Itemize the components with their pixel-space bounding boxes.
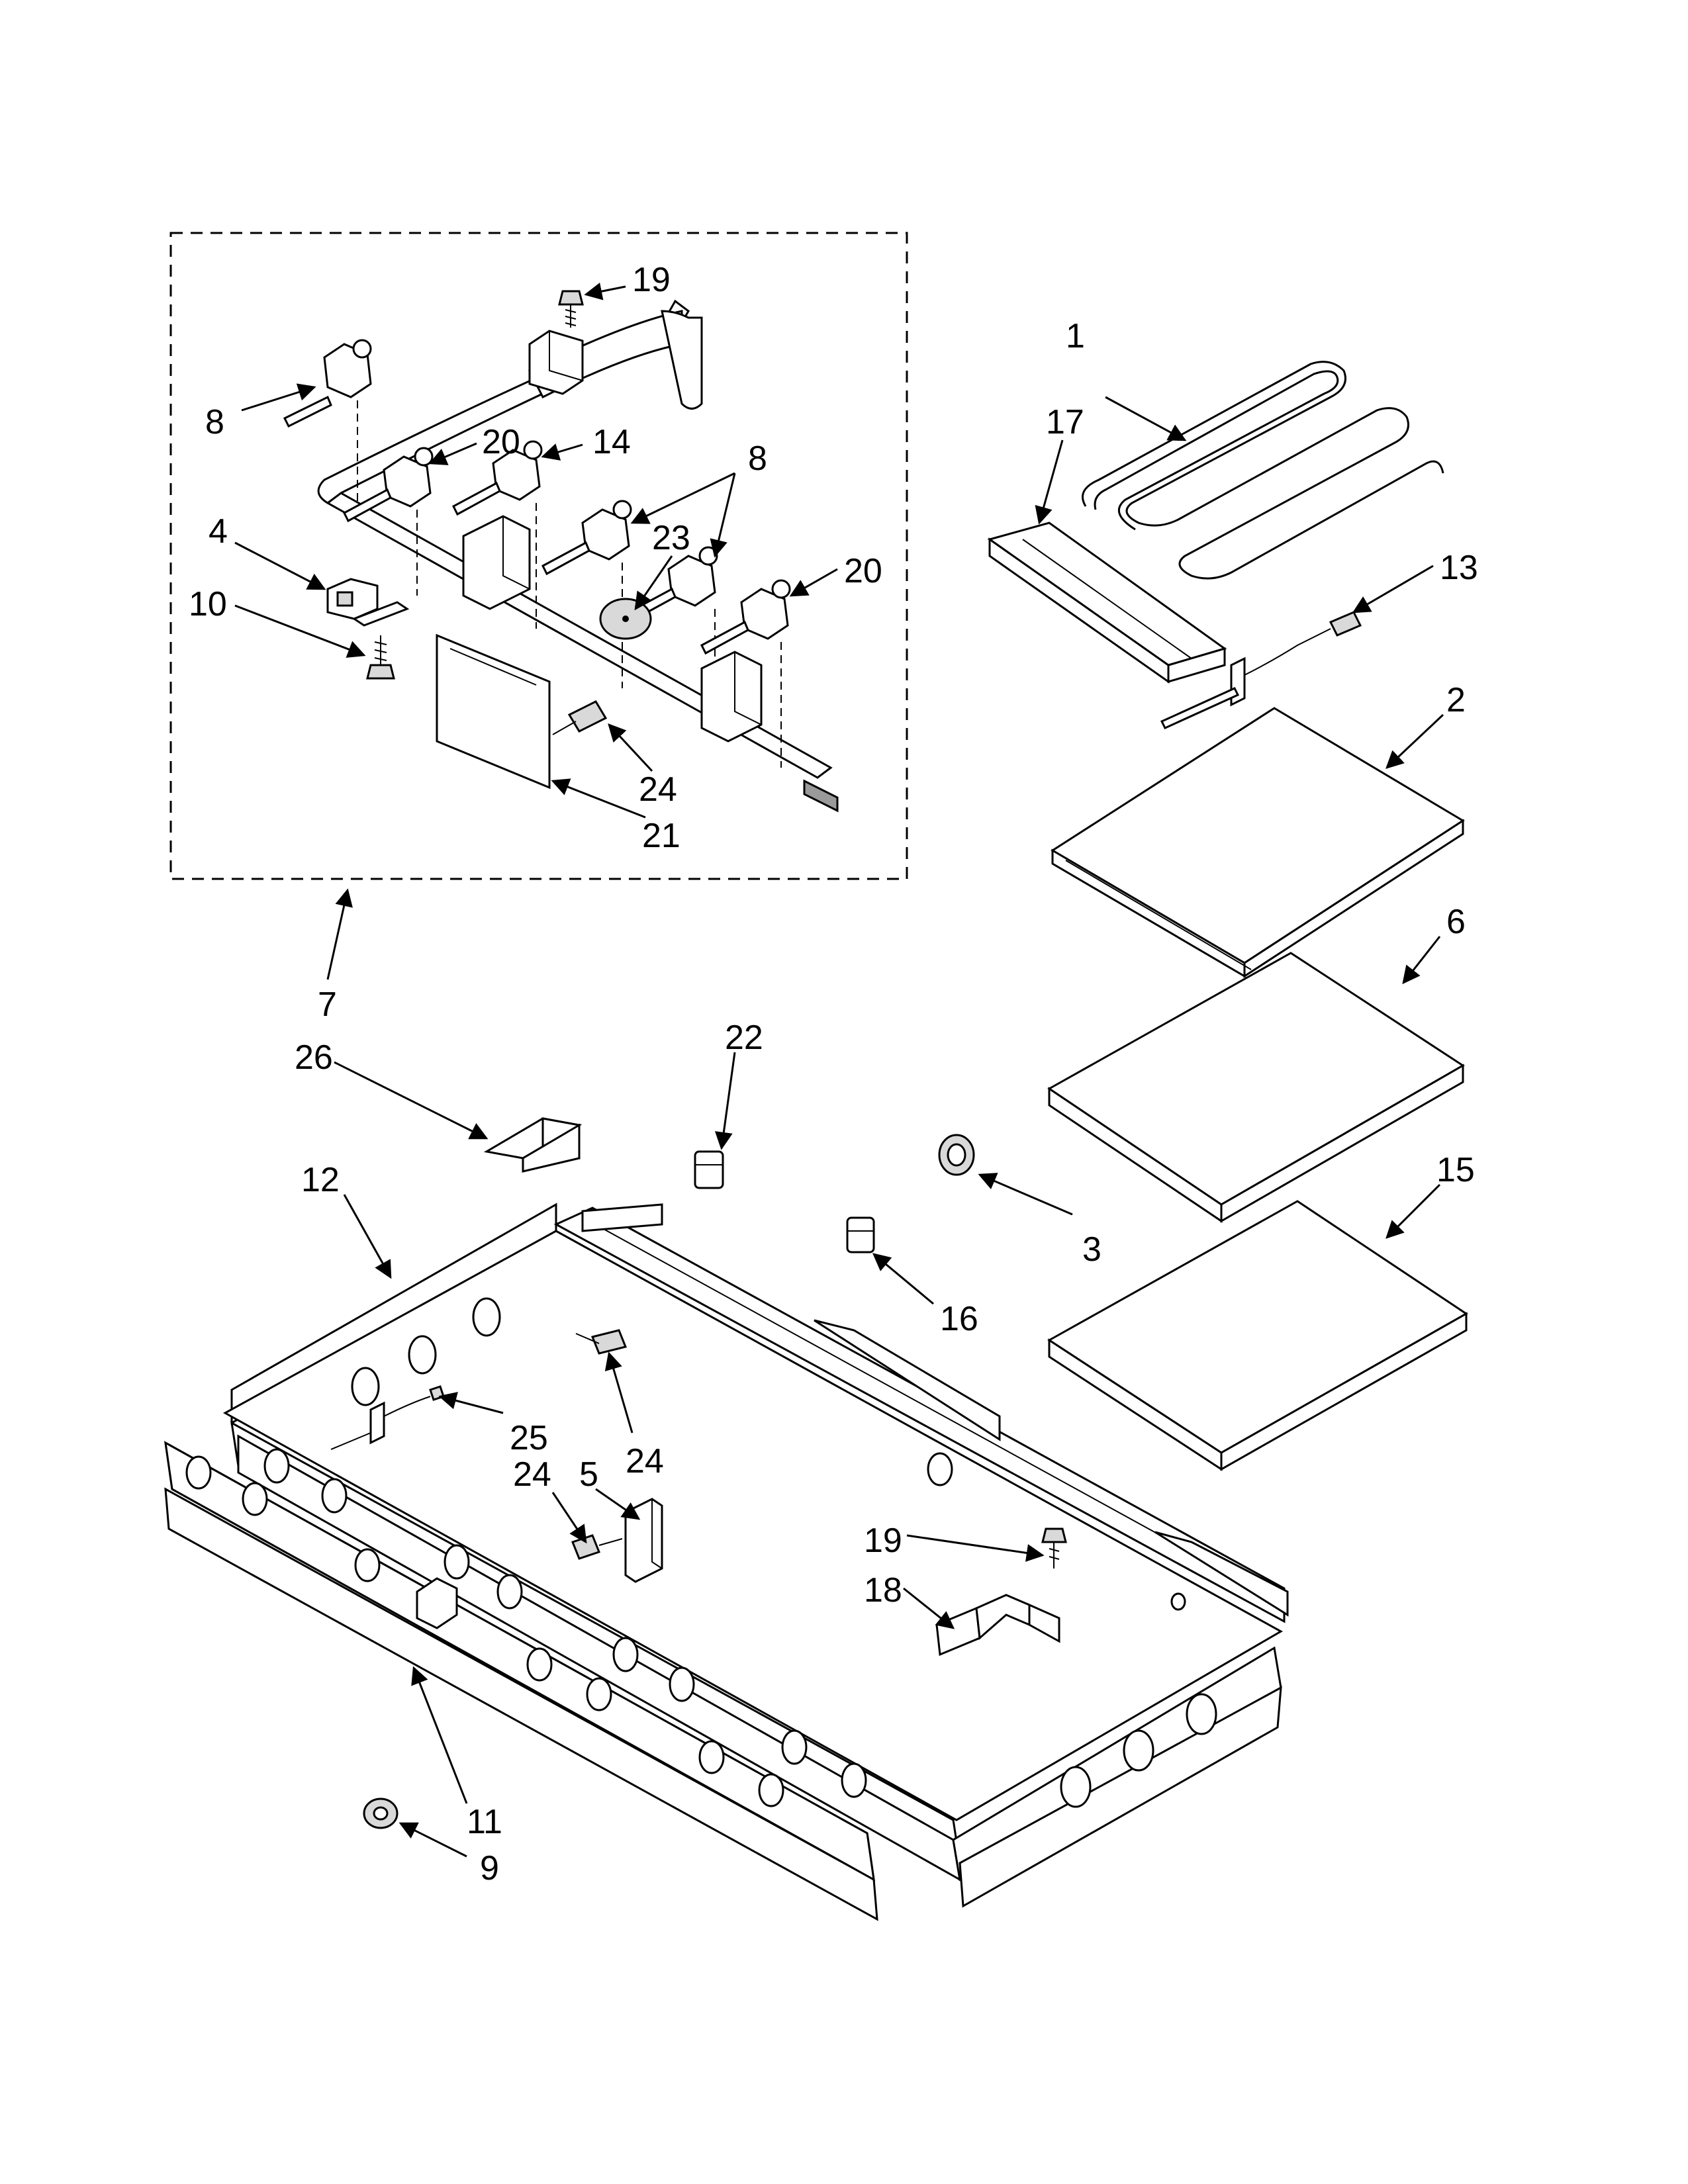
callout-12: 12: [301, 1161, 340, 1199]
callout-7: 7: [318, 985, 337, 1024]
callout-20-left: 20: [482, 423, 520, 461]
knob-9: [363, 1797, 399, 1829]
valve-8-right: [628, 546, 718, 728]
callout-8-right: 8: [748, 439, 767, 478]
right-wall-holes: [1060, 1693, 1217, 1808]
callout-9: 9: [480, 1849, 499, 1888]
callout-18: 18: [864, 1571, 902, 1610]
valve-assembly-boundary: [169, 232, 908, 880]
callout-10: 10: [189, 585, 227, 623]
fitting-16: [846, 1216, 875, 1253]
callout-23: 23: [652, 519, 690, 557]
left-wall-holes: [351, 1297, 501, 1406]
callout-11: 11: [467, 1803, 502, 1841]
callout-24-left: 24: [513, 1455, 551, 1494]
callout-22: 22: [725, 1019, 763, 1057]
bracket-26: [483, 1117, 583, 1173]
bracket-18: [935, 1594, 1060, 1657]
manifold-bracket-left: [462, 515, 531, 610]
valve-20-right: [700, 579, 791, 768]
callout-2: 2: [1446, 681, 1466, 719]
nut-3: [938, 1134, 975, 1176]
callout-14: 14: [592, 423, 631, 461]
callout-13: 13: [1440, 549, 1478, 587]
callout-19-top: 19: [632, 261, 671, 299]
callout-8-left: 8: [205, 403, 224, 441]
probe-13: [1160, 611, 1362, 729]
callout-labels: 19 1 17 8 20 14 8 4 23 20 13 10 2 24 21 …: [189, 261, 1478, 1888]
callout-16: 16: [940, 1300, 978, 1338]
front-wall-holes: [263, 1448, 867, 1798]
leader-lines: [234, 282, 1444, 1858]
heating-element-1: [1082, 361, 1444, 580]
screw-24-pan: [575, 1329, 628, 1355]
orifice-disc-23: [599, 598, 652, 640]
manifold-bracket-right: [700, 651, 763, 743]
base-pan-12: [222, 1203, 1289, 1908]
callout-25: 25: [510, 1419, 548, 1457]
valve-14: [452, 440, 543, 629]
griddle-frame-2: [1051, 707, 1465, 978]
valve-20-left: [343, 447, 434, 596]
valve-8-center: [541, 500, 632, 688]
callout-20-right: 20: [844, 552, 882, 590]
callout-5: 5: [579, 1455, 598, 1494]
screw-24-upper: [552, 700, 608, 735]
callout-21: 21: [642, 817, 680, 855]
valve-8-top-left: [283, 339, 372, 503]
callout-24-upper: 24: [639, 770, 677, 809]
screw-19-lower: [1041, 1527, 1067, 1569]
callout-4: 4: [209, 512, 228, 551]
front-panel-11: [164, 1441, 878, 1921]
back-wall-holes: [927, 1452, 1186, 1611]
callout-17: 17: [1046, 403, 1084, 441]
callout-19-lower: 19: [864, 1522, 902, 1560]
cover-plate-21: [436, 633, 551, 790]
callout-26: 26: [295, 1038, 333, 1077]
callout-3: 3: [1082, 1230, 1102, 1269]
insulation-pad-15: [1047, 1200, 1468, 1471]
griddle-plate-6: [1047, 952, 1465, 1223]
callout-6: 6: [1446, 903, 1466, 941]
bracket-4: [326, 578, 410, 627]
manifold-top-bracket: [528, 330, 584, 395]
screw-10: [366, 635, 395, 680]
terminal-block-5: [624, 1498, 663, 1583]
callout-15: 15: [1436, 1151, 1475, 1189]
callout-24-right: 24: [626, 1442, 664, 1480]
screw-19-top: [558, 290, 584, 328]
drip-tray-17: [987, 522, 1227, 684]
callout-1: 1: [1066, 317, 1085, 355]
fitting-22: [694, 1150, 724, 1189]
